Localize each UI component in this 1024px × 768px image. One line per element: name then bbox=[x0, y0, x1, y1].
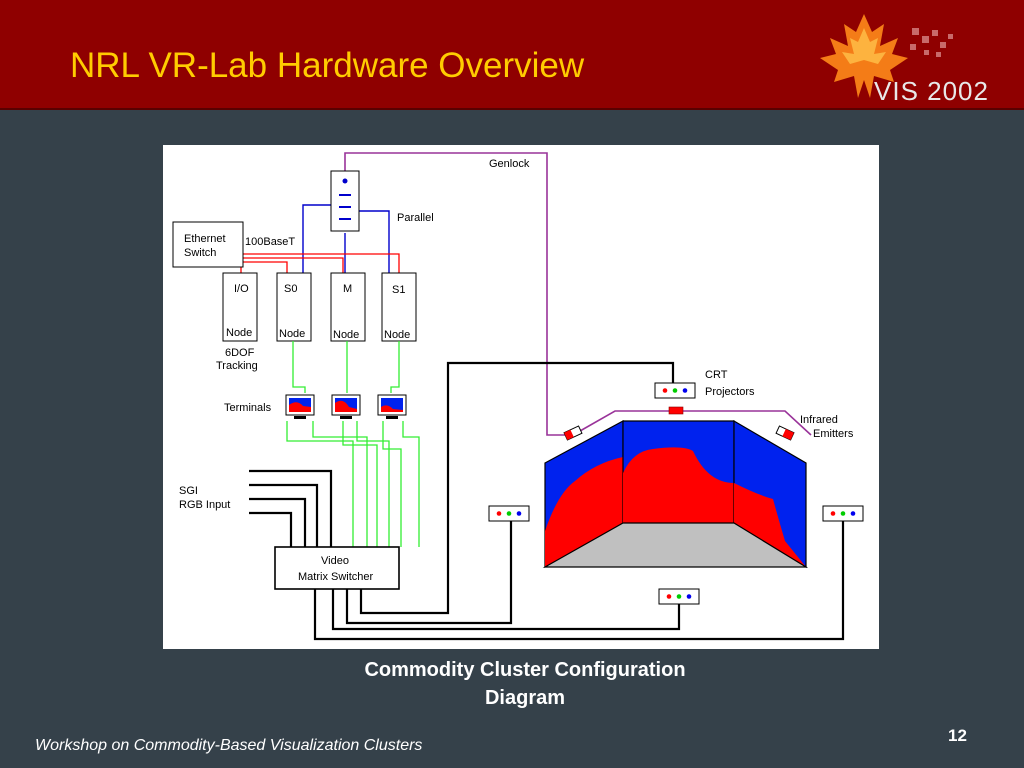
node-s1: S1 Node bbox=[381, 272, 417, 342]
sgi-label-line1: SGI bbox=[179, 485, 198, 497]
terminals-label: Terminals bbox=[224, 402, 272, 414]
emitter-top bbox=[668, 406, 684, 415]
node-io-name: I/O bbox=[234, 283, 249, 295]
vis-2002-logo: VIS 2002 bbox=[820, 14, 989, 106]
slide-header: NRL VR-Lab Hardware Overview VIS 2002 bbox=[0, 0, 1024, 110]
sgi-label-line2: RGB Input bbox=[179, 499, 230, 511]
node-io: I/O Node bbox=[222, 272, 258, 342]
cluster-diagram-svg: Genlock Parallel Ethernet Switch 100Base… bbox=[172, 152, 864, 641]
crt-label-line2: Projectors bbox=[705, 386, 755, 398]
crt-label-line1: CRT bbox=[705, 369, 728, 381]
parallel-label: Parallel bbox=[397, 212, 434, 224]
infrared-label-line2: Emitters bbox=[813, 428, 854, 440]
rgb-wires bbox=[249, 361, 845, 641]
video-wires bbox=[286, 341, 420, 547]
video-label-line1: Video bbox=[321, 555, 349, 567]
node-s1-name: S1 bbox=[392, 284, 405, 296]
logo-text: VIS 2002 bbox=[874, 76, 989, 106]
genlock-wire bbox=[344, 152, 812, 436]
page-number: 12 bbox=[948, 726, 967, 745]
infrared-label-line1: Infrared bbox=[800, 414, 838, 426]
parallel-wires bbox=[302, 204, 390, 273]
cluster-diagram: Genlock Parallel Ethernet Switch 100Base… bbox=[163, 145, 879, 649]
footer-text: Workshop on Commodity-Based Visualizatio… bbox=[35, 737, 423, 754]
projector-left bbox=[488, 505, 530, 522]
node-m-label: Node bbox=[333, 329, 359, 341]
terminal-1 bbox=[285, 394, 315, 419]
emitter-left bbox=[563, 425, 583, 441]
pixel-squares-icon bbox=[910, 28, 953, 57]
ethernet-label-line2: Switch bbox=[184, 247, 216, 259]
ethernet-wires bbox=[240, 253, 400, 273]
node-io-label: Node bbox=[226, 327, 252, 339]
node-s0-name: S0 bbox=[284, 283, 297, 295]
ethernet-switch bbox=[172, 221, 244, 268]
genlock-label: Genlock bbox=[489, 158, 530, 170]
tracking-label-line2: Tracking bbox=[216, 360, 258, 372]
node-s0: S0 Node bbox=[276, 272, 312, 342]
diagram-caption: Commodity Cluster Configuration Diagram bbox=[300, 656, 750, 712]
terminal-3 bbox=[377, 394, 407, 419]
caption-line2: Diagram bbox=[484, 687, 566, 709]
network-label: 100BaseT bbox=[245, 236, 295, 248]
slide-title: NRL VR-Lab Hardware Overview bbox=[70, 46, 585, 85]
node-m-name: M bbox=[343, 283, 352, 295]
node-s0-label: Node bbox=[279, 328, 305, 340]
projector-bottom bbox=[658, 588, 700, 605]
emitter-right bbox=[775, 425, 795, 441]
ethernet-label-line1: Ethernet bbox=[184, 233, 226, 245]
cave-display bbox=[542, 419, 809, 569]
node-m: M Node bbox=[330, 272, 366, 342]
projector-right bbox=[822, 505, 864, 522]
maple-leaf-icon bbox=[820, 14, 908, 98]
video-label-line2: Matrix Switcher bbox=[298, 571, 374, 583]
projector-top bbox=[654, 382, 696, 399]
node-s1-label: Node bbox=[384, 329, 410, 341]
video-matrix-switcher bbox=[274, 546, 400, 590]
caption-line1: Commodity Cluster Configuration bbox=[364, 659, 686, 681]
terminal-2 bbox=[331, 394, 361, 419]
tracking-label-line1: 6DOF bbox=[225, 347, 255, 359]
